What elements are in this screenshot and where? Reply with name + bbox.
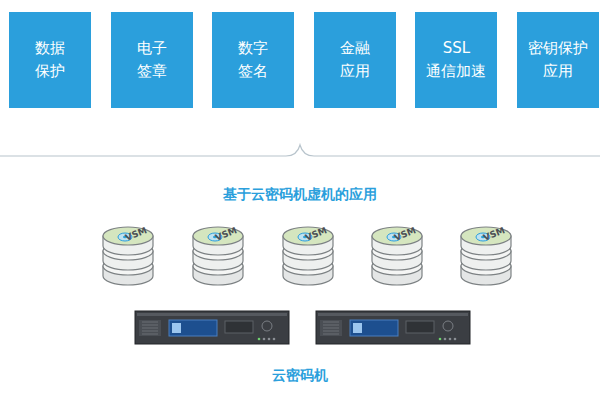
crypto-server	[316, 311, 470, 344]
box-label: SSL 通信加速	[426, 37, 486, 84]
server-icons	[135, 311, 470, 344]
box-label: 数字 签名	[238, 37, 268, 84]
device-caption: 云密码机	[272, 367, 328, 385]
box-label: 电子 签章	[137, 37, 167, 84]
application-box: 电子 签章	[111, 12, 193, 108]
box-label: 密钥保护 应用	[528, 37, 588, 84]
crypto-server	[135, 311, 289, 344]
application-box: 数据 保护	[9, 12, 91, 108]
application-box: 密钥保护 应用	[517, 12, 599, 108]
application-box: 数字 签名	[212, 12, 294, 108]
box-label: 数据 保护	[35, 37, 65, 84]
box-label: 金融 应用	[340, 37, 370, 84]
section-caption: 基于云密码机虚机的应用	[223, 186, 377, 204]
brace-line	[0, 145, 600, 156]
application-box: 金融 应用	[314, 12, 396, 108]
application-box: SSL 通信加速	[415, 12, 497, 108]
